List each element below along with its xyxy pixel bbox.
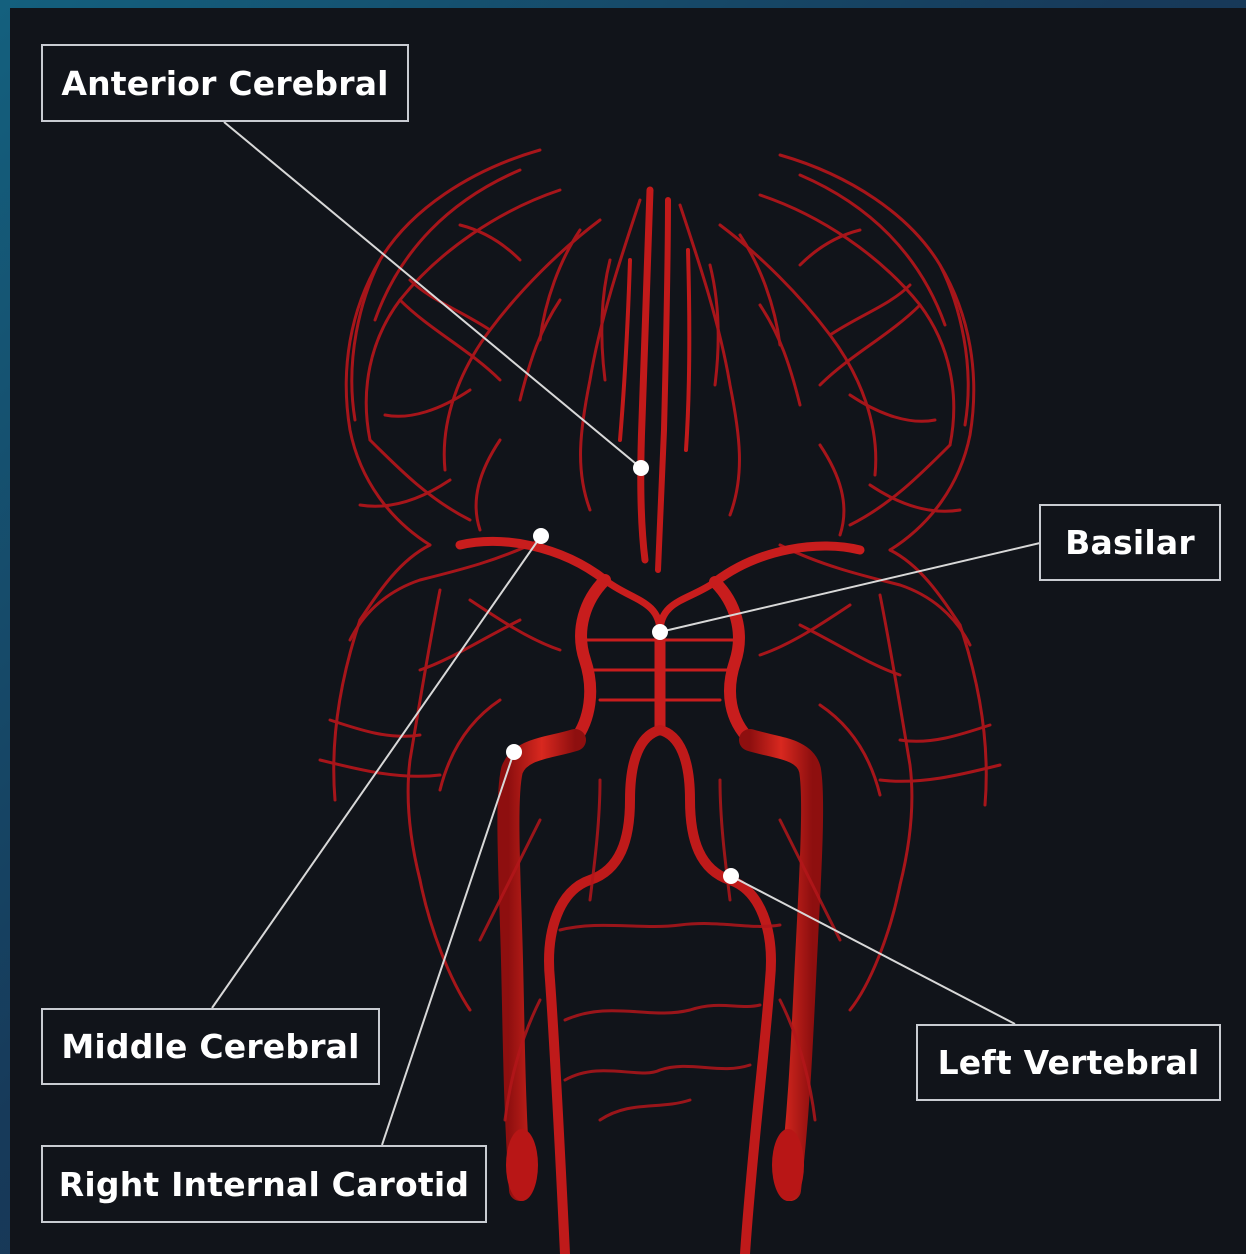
- cervical-branches: [480, 780, 840, 1120]
- anterior-midline-vessels: [620, 190, 689, 570]
- marker-right-internal-carotid: [506, 744, 522, 760]
- vertebral-arteries: [549, 730, 771, 1254]
- leader-line-right-internal-carotid: [382, 752, 514, 1145]
- label-right-internal-carotid: Right Internal Carotid: [41, 1145, 487, 1223]
- marker-middle-cerebral: [533, 528, 549, 544]
- leader-line-anterior-cerebral: [224, 122, 641, 468]
- label-basilar: Basilar: [1039, 504, 1221, 581]
- marker-left-vertebral: [723, 868, 739, 884]
- leader-line-middle-cerebral: [212, 536, 541, 1008]
- marker-basilar: [652, 624, 668, 640]
- leader-lines: [212, 122, 1040, 1145]
- label-anterior-cerebral: Anterior Cerebral: [41, 44, 409, 122]
- label-middle-cerebral: Middle Cerebral: [41, 1008, 380, 1085]
- label-left-vertebral: Left Vertebral: [916, 1024, 1221, 1101]
- marker-anterior-cerebral: [633, 460, 649, 476]
